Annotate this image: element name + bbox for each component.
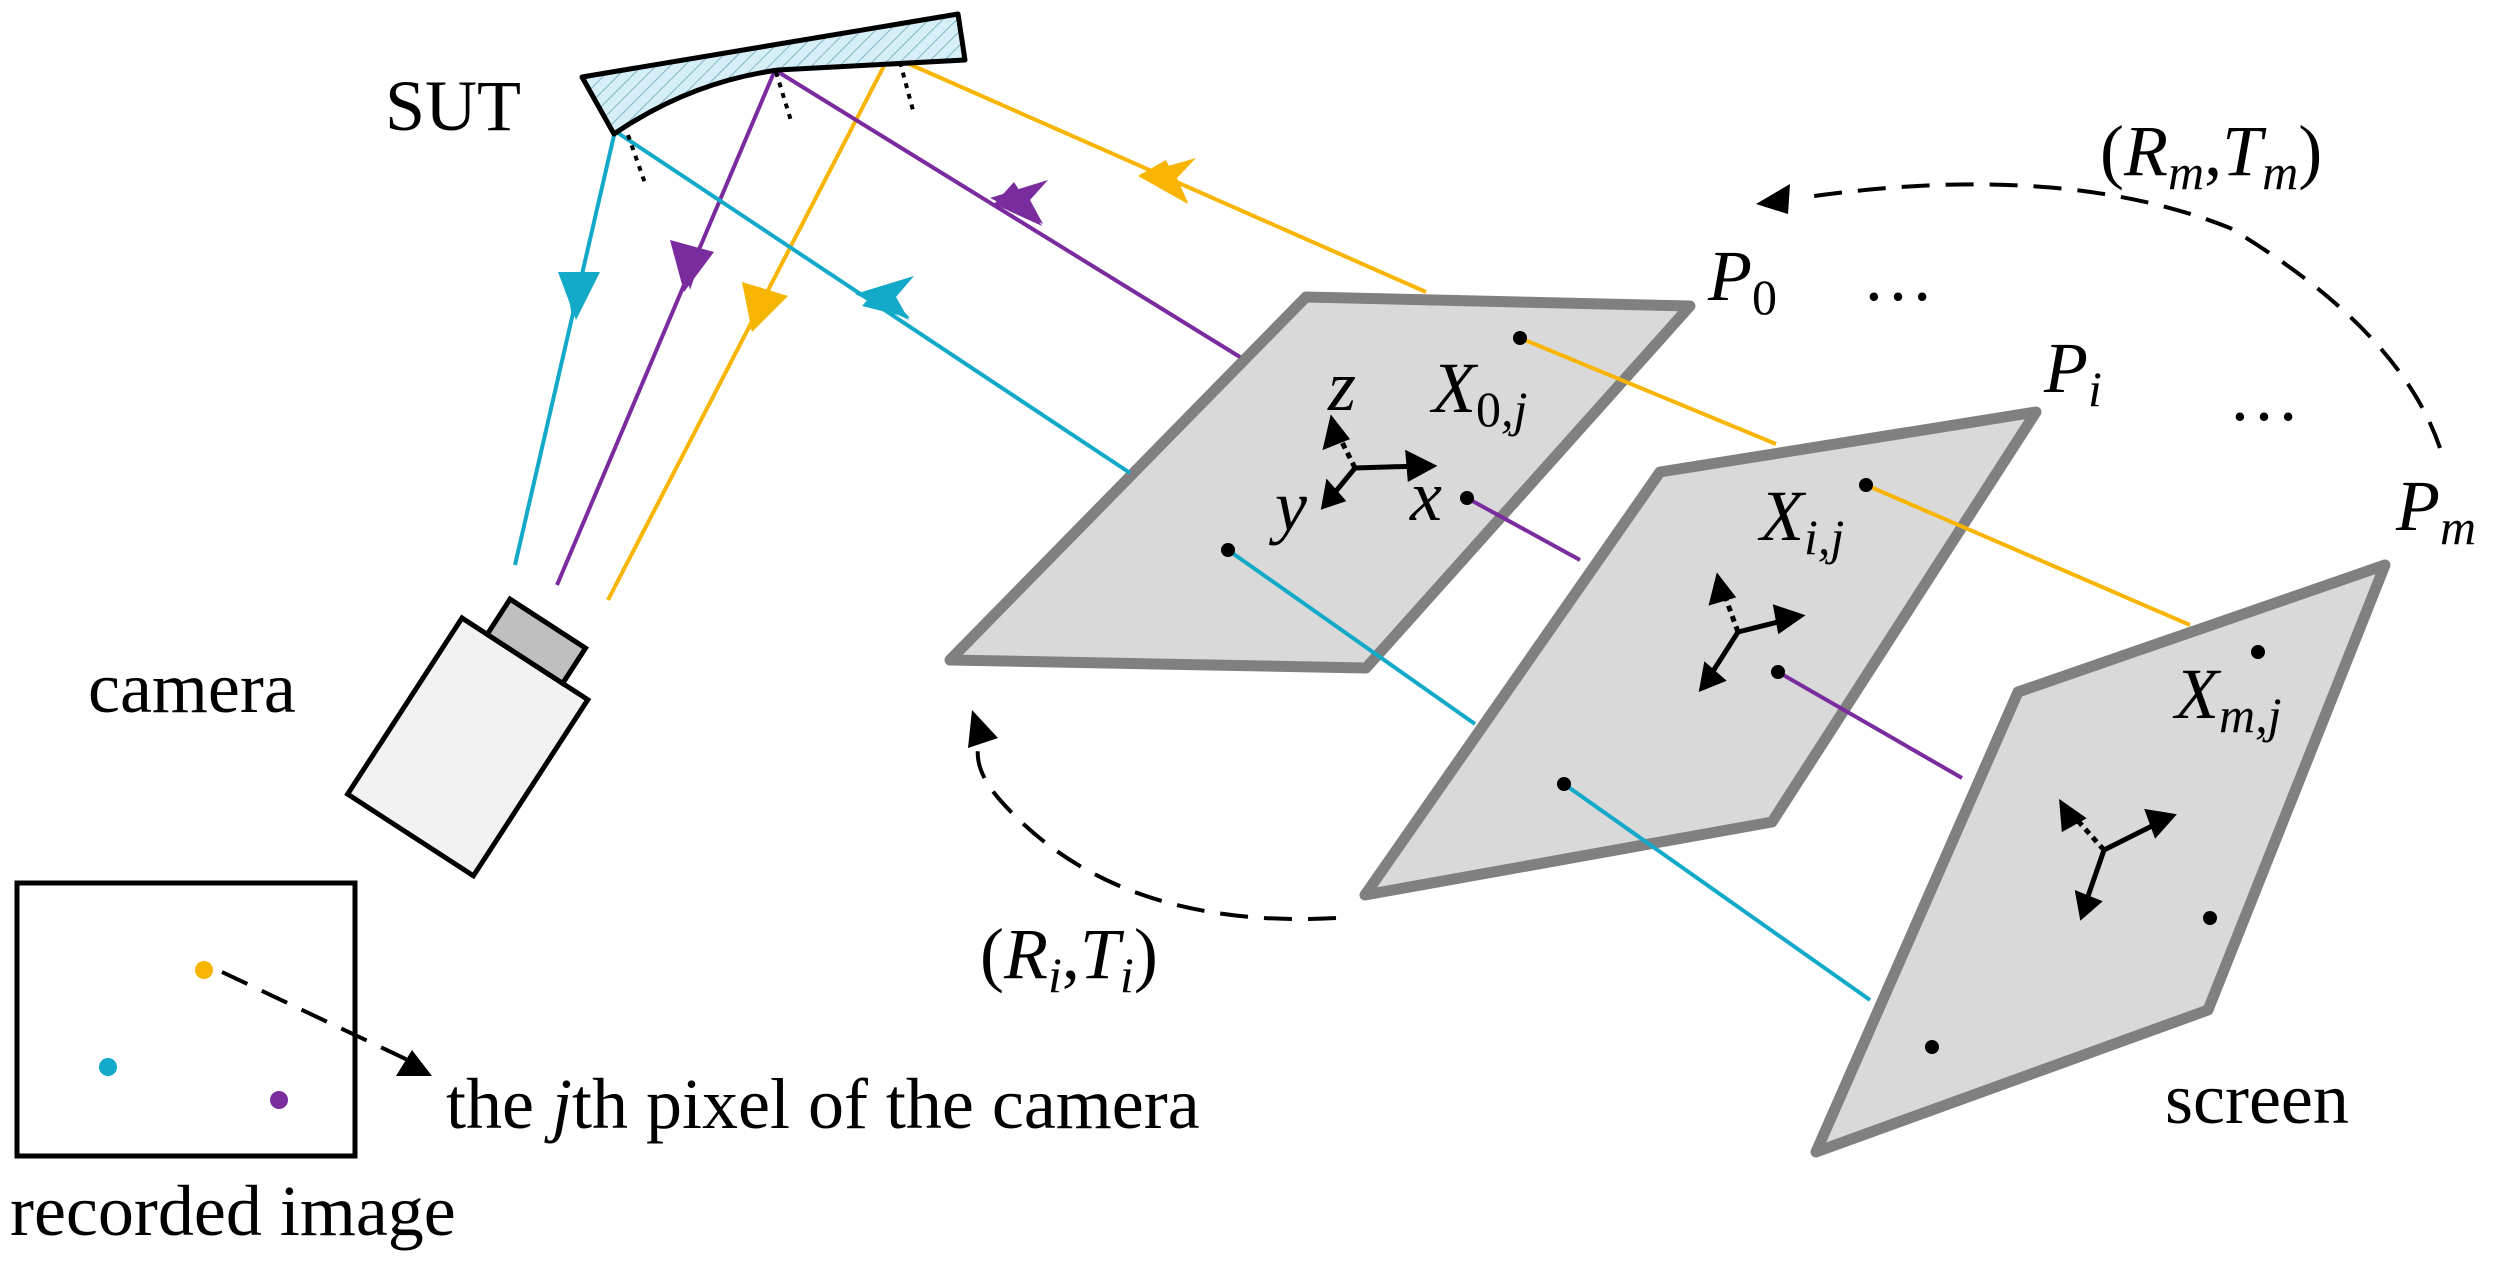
arrowhead-cyan-down [558,272,600,320]
normal-dotted-2 [774,71,794,125]
camera-label: camera [88,648,296,728]
ray-cyan-i-to-m [1562,782,1872,1002]
arrowhead-yellow-down [742,282,788,332]
arrowhead-purple-down [670,240,714,292]
pixel-pointer-arrowhead [396,1050,432,1076]
arrowhead-purple-up [994,182,1042,226]
transform-ri-label: (Ri,Ti) [980,914,1158,1003]
frame-screeni [1698,572,1806,692]
pixel-note-label: the jth pixel of the camera [446,1064,1200,1144]
point-screen0-purple [1460,491,1474,505]
pixel-cyan [99,1058,117,1076]
ray-purple-between-screens [1466,496,1581,562]
pixel-yellow [195,961,213,979]
sut-label: SUT [385,66,521,146]
transform-arc-i-arrowhead [968,710,998,748]
ray-purple-i-to-m [1777,670,1963,780]
sut-mirror [579,11,968,137]
point-xmj-label: Xm,j [2172,654,2282,743]
axis-y-label: y [1268,466,1307,546]
point-screen0-cyan [1221,543,1235,557]
normal-dotted-1 [626,134,648,187]
frame-screen0 [1320,414,1438,510]
pose-ellipsis-right: … [2228,356,2300,436]
pose-pm-label: Pm [2395,466,2476,555]
transform-arc-i [975,728,1337,921]
point-screenm-3 [1925,1040,1939,1054]
ray-cyan-to-camera [513,130,617,566]
point-x0j [1513,331,1527,345]
point-x0j-label: X0,j [1429,348,1527,437]
pixel-note-pre: the [446,1064,552,1144]
arrowhead-cyan-up [862,286,910,318]
point-xmj [2251,645,2265,659]
pose-pi-label: Pi [2043,328,2102,417]
ray-yellow-i-to-m [1865,483,2191,627]
pose-p0-label: P0 [1707,236,1777,325]
ray-yellow-between-screens [1519,336,1777,446]
screen-label: screen [2165,1059,2349,1139]
transform-arc-m-arrowhead [1756,184,1790,214]
axis-x-label: x [1409,456,1442,536]
recorded-image-label: recorded image [10,1171,456,1251]
ray-purple-to-camera [555,69,777,586]
pixel-pointer-dashed [221,970,413,1064]
screen-p0 [944,291,1696,674]
arrowhead-yellow-up [1138,160,1188,204]
pixel-note-post: th pixel of the camera [572,1064,1200,1144]
ray-cyan-between-screens [1226,548,1477,726]
camera-lens [483,595,589,687]
pose-ellipsis-left: … [1862,236,1934,316]
point-xij-label: Xi,j [1757,476,1844,565]
transform-rm-label: (Rm,Tm) [2100,111,2322,200]
screen-pi [1359,406,2042,901]
transform-arc-m [1799,182,2442,449]
point-screenm-2 [2203,911,2217,925]
point-screeni-purple [1771,665,1785,679]
frame-screenm [2059,798,2177,921]
ray-yellow-to-camera [606,63,887,601]
point-xij [1859,478,1873,492]
ray-purple-to-sut [773,68,1242,359]
pixel-purple [270,1091,288,1109]
axis-z-label: z [1327,346,1356,426]
point-screeni-cyan [1557,777,1571,791]
camera-body [344,595,592,880]
recorded-image-frame [14,880,358,1159]
normal-dotted-3 [898,61,916,115]
